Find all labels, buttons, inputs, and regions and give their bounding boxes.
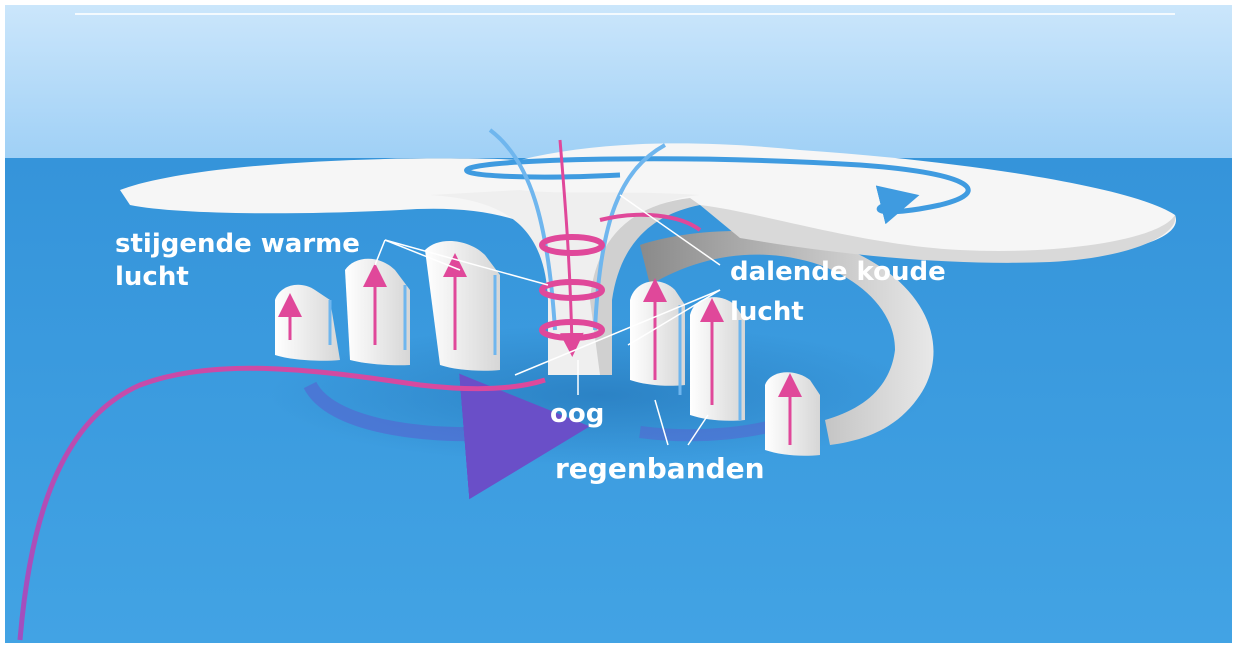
label-sinking-cold-air: dalende koude — [730, 257, 946, 287]
label-rising-warm-air-2: lucht — [115, 262, 189, 292]
label-eye: oog — [550, 399, 604, 429]
label-sinking-cold-air-2: lucht — [730, 297, 804, 327]
label-rain-bands: regenbanden — [555, 452, 765, 485]
label-rising-warm-air: stijgende warme — [115, 229, 360, 259]
sky — [5, 5, 1232, 160]
